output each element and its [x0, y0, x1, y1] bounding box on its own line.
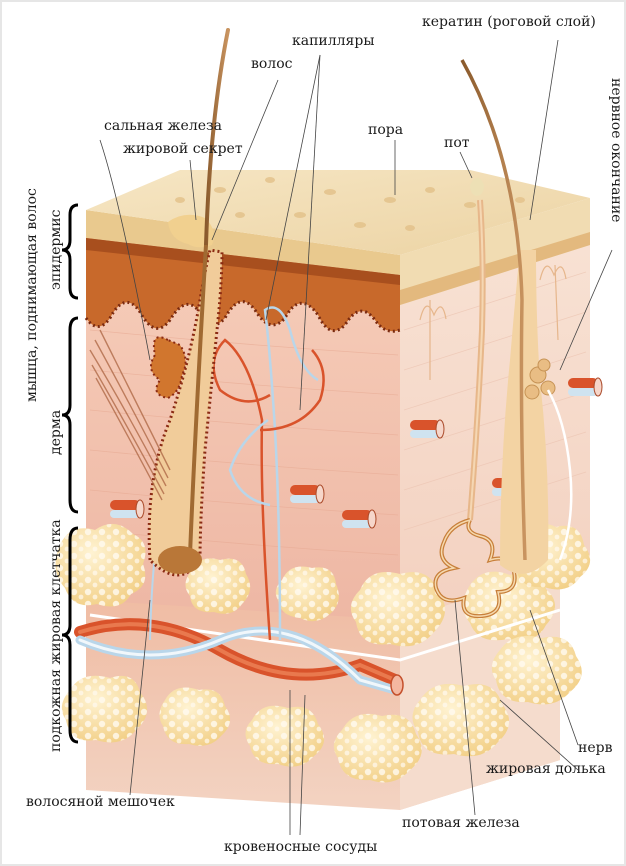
label-sweat-gland: потовая железа — [402, 815, 520, 831]
label-sebaceous-gland: сальная железа — [104, 118, 222, 134]
label-epidermis: эпидермис — [48, 210, 64, 290]
label-sebum: жировой секрет — [123, 141, 243, 157]
label-nerve-ending: нервное окончание — [608, 78, 624, 222]
label-blood-vessels: кровеносные сосуды — [224, 839, 377, 855]
label-nerve: нерв — [578, 740, 612, 756]
label-arrector-muscle: мышца, поднимающая волос — [24, 188, 40, 402]
label-hypodermis: подкожная жировая клетчатка — [48, 519, 64, 752]
label-capillaries: капилляры — [292, 33, 374, 49]
label-fat-lobule: жировая долька — [486, 761, 606, 777]
label-hair: волос — [251, 56, 292, 72]
label-pore: пора — [368, 122, 403, 138]
label-hair-follicle: волосяной мешочек — [26, 794, 175, 810]
label-dermis: дерма — [48, 410, 64, 455]
label-sweat: пот — [444, 135, 470, 151]
label-keratin: кератин (роговой слой) — [422, 14, 596, 30]
